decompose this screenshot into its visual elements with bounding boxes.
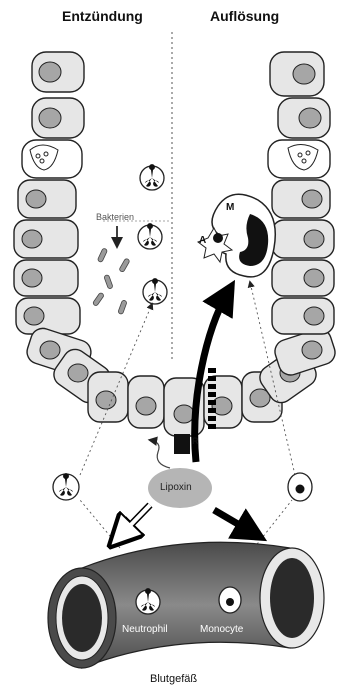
lumen-neutrophil-2 bbox=[138, 223, 162, 249]
bacteria-group bbox=[92, 248, 130, 315]
lipoxin-label: Lipoxin bbox=[160, 482, 192, 493]
macrophage bbox=[198, 194, 275, 277]
blood-vessel bbox=[48, 542, 324, 668]
monocyte-label: Monocyte bbox=[200, 624, 243, 635]
apoptotic-label: A bbox=[199, 235, 206, 246]
vessel-label: Blutgefäß bbox=[150, 673, 197, 685]
inhibition-squiggle bbox=[150, 440, 170, 468]
vessel-monocyte bbox=[219, 587, 241, 613]
receptor-label: R bbox=[192, 436, 199, 446]
receptor bbox=[174, 434, 190, 454]
lumen-neutrophil-1 bbox=[140, 164, 164, 190]
inflammation-header: Entzündung bbox=[62, 8, 143, 24]
lumen-neutrophil-3 bbox=[143, 278, 167, 304]
bacteria-label: Bakterien bbox=[96, 212, 134, 222]
macrophage-label: M bbox=[226, 202, 234, 213]
neutrophil-label: Neutrophil bbox=[122, 624, 168, 635]
circulating-monocyte-right bbox=[288, 473, 312, 501]
monocyte-recruit-arrow bbox=[214, 510, 255, 534]
resolution-header: Auflösung bbox=[210, 8, 279, 24]
circulating-neutrophil-left bbox=[53, 473, 79, 500]
